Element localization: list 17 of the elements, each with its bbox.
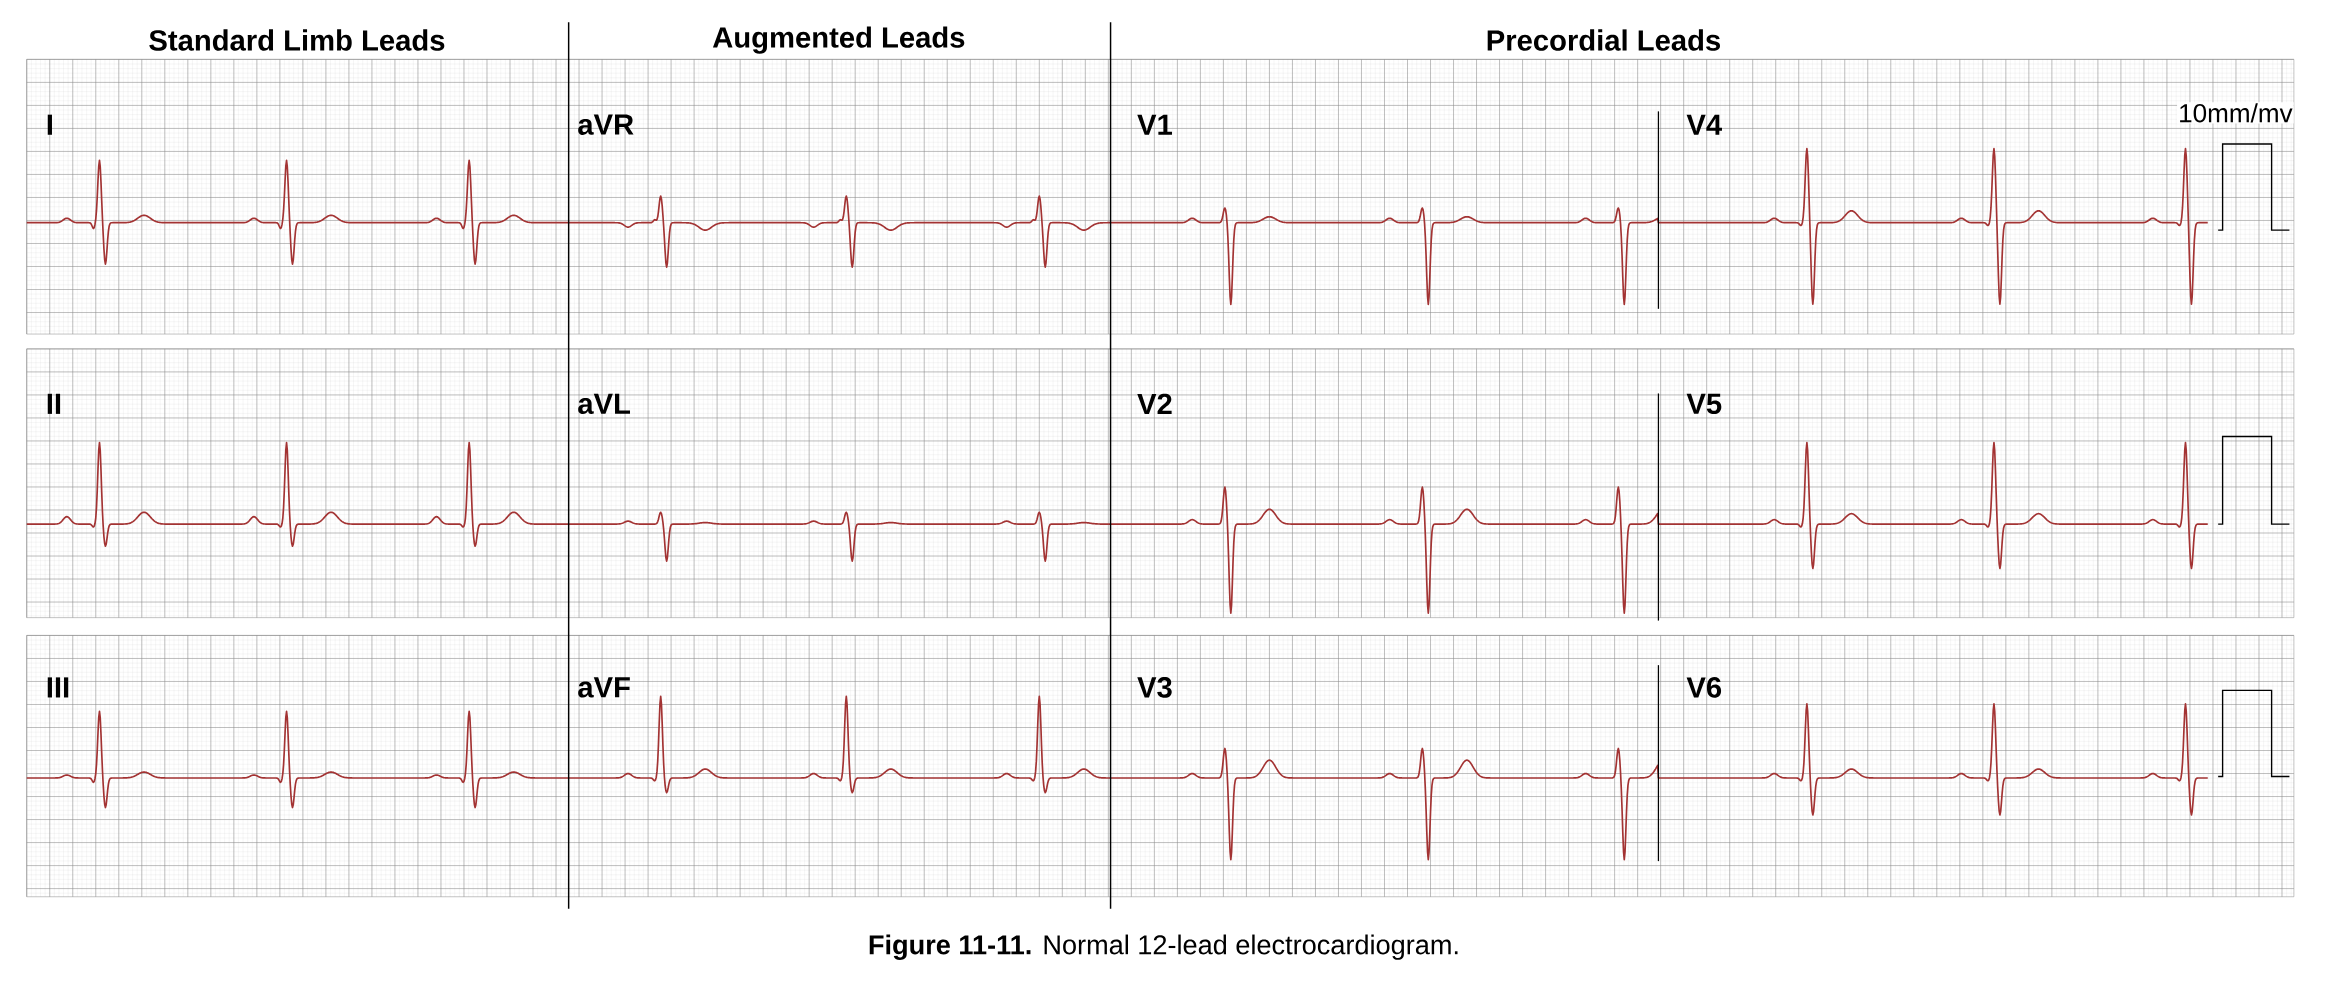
lead-label: III [47,677,69,698]
scale-label: 10mm/mv [2177,102,2294,124]
section-heading: Precordial Leads [1487,29,1720,51]
lead-label: II [47,393,61,414]
lead-label: aVL [578,393,630,415]
section-heading: Standard Limb Leads [149,29,445,51]
lead-label: I [47,114,52,135]
section-heading: Augmented Leads [712,26,965,54]
figure-caption: Figure 11-11. Normal 12-lead electrocardiogram. [869,934,1458,960]
lead-label: V6 [1686,677,1722,698]
lead-label: aVF [578,677,630,698]
lead-label: V4 [1686,114,1722,135]
lead-label: V1 [1137,114,1172,135]
lead-label: V3 [1137,677,1172,698]
lead-label: V5 [1686,393,1722,415]
lead-label: V2 [1137,393,1172,415]
lead-label: aVR [578,114,634,135]
